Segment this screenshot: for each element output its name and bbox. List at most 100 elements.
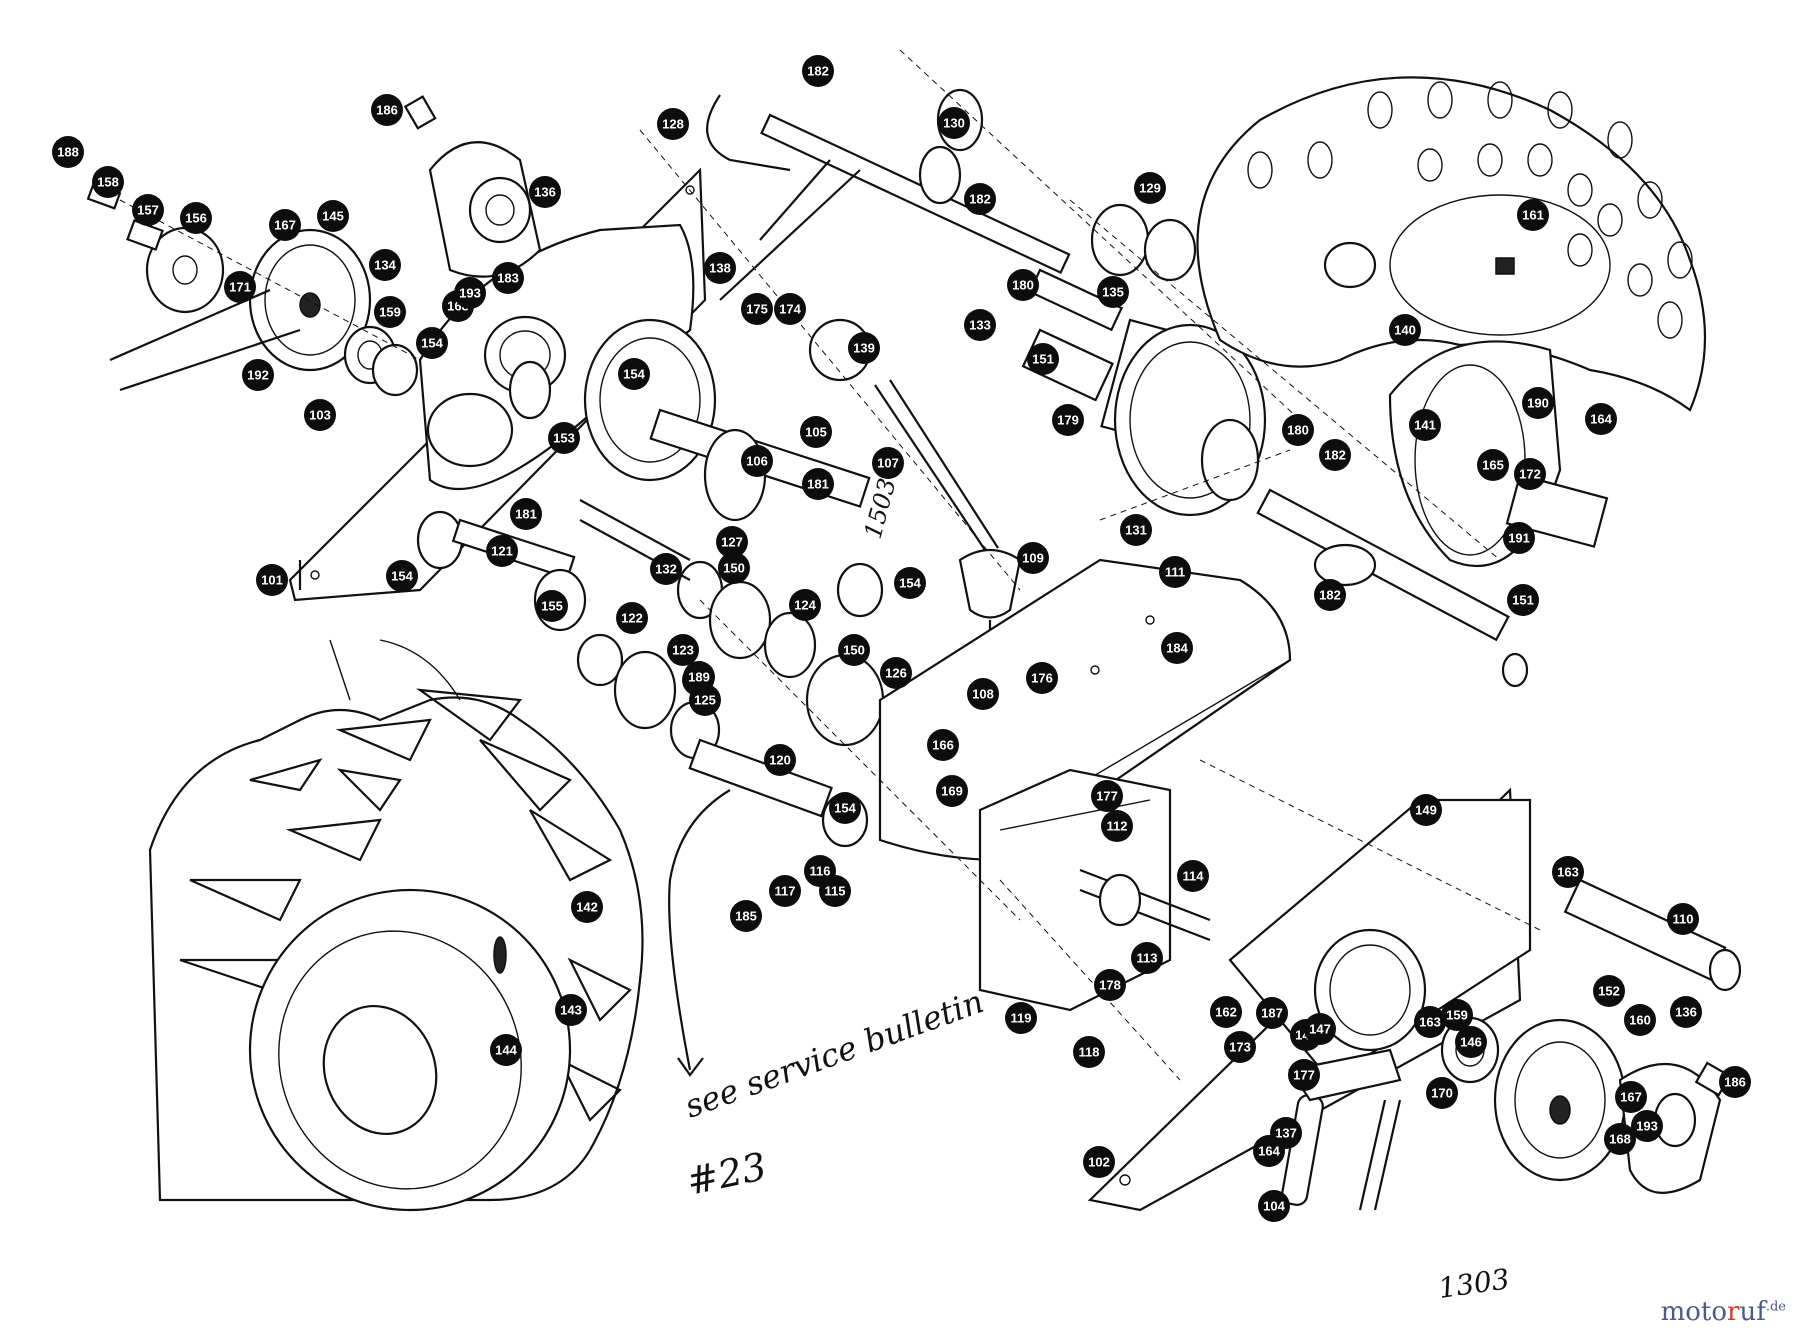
callout-part-175[interactable]: 175 (741, 293, 773, 325)
callout-part-157[interactable]: 157 (132, 194, 164, 226)
callout-part-138[interactable]: 138 (704, 252, 736, 284)
callout-part-109[interactable]: 109 (1017, 542, 1049, 574)
callout-part-179[interactable]: 179 (1052, 404, 1084, 436)
callout-part-177[interactable]: 177 (1091, 780, 1123, 812)
callout-part-146[interactable]: 146 (1455, 1026, 1487, 1058)
callout-part-110[interactable]: 110 (1667, 903, 1699, 935)
callout-part-164[interactable]: 164 (1253, 1135, 1285, 1167)
callout-part-181[interactable]: 181 (802, 468, 834, 500)
callout-part-169[interactable]: 169 (936, 775, 968, 807)
callout-part-118[interactable]: 118 (1073, 1036, 1105, 1068)
callout-part-176[interactable]: 176 (1026, 662, 1058, 694)
callout-part-182[interactable]: 182 (802, 55, 834, 87)
callout-part-147[interactable]: 147 (1304, 1013, 1336, 1045)
callout-part-123[interactable]: 123 (667, 634, 699, 666)
callout-part-150[interactable]: 150 (838, 634, 870, 666)
callout-part-163[interactable]: 163 (1414, 1006, 1446, 1038)
callout-part-101[interactable]: 101 (256, 564, 288, 596)
callout-part-154[interactable]: 154 (386, 560, 418, 592)
callout-part-161[interactable]: 161 (1517, 199, 1549, 231)
callout-part-152[interactable]: 152 (1593, 975, 1625, 1007)
callout-part-127[interactable]: 127 (716, 526, 748, 558)
callout-part-165[interactable]: 165 (1477, 449, 1509, 481)
callout-part-181[interactable]: 181 (510, 498, 542, 530)
callout-part-126[interactable]: 126 (880, 657, 912, 689)
callout-part-188[interactable]: 188 (52, 136, 84, 168)
callout-part-136[interactable]: 136 (529, 176, 561, 208)
callout-part-171[interactable]: 171 (224, 271, 256, 303)
callout-part-130[interactable]: 130 (938, 107, 970, 139)
callout-part-167[interactable]: 167 (1615, 1081, 1647, 1113)
callout-part-150[interactable]: 150 (718, 552, 750, 584)
callout-part-162[interactable]: 162 (1210, 996, 1242, 1028)
callout-part-185[interactable]: 185 (730, 900, 762, 932)
callout-part-173[interactable]: 173 (1224, 1031, 1256, 1063)
callout-part-133[interactable]: 133 (964, 309, 996, 341)
callout-part-121[interactable]: 121 (486, 535, 518, 567)
callout-part-159[interactable]: 159 (374, 296, 406, 328)
callout-part-114[interactable]: 114 (1177, 860, 1209, 892)
callout-part-183[interactable]: 183 (492, 262, 524, 294)
callout-part-187[interactable]: 187 (1256, 997, 1288, 1029)
callout-part-112[interactable]: 112 (1101, 810, 1133, 842)
callout-part-155[interactable]: 155 (536, 590, 568, 622)
callout-part-166[interactable]: 166 (927, 729, 959, 761)
callout-part-190[interactable]: 190 (1522, 387, 1554, 419)
callout-part-193[interactable]: 193 (1631, 1110, 1663, 1142)
callout-part-113[interactable]: 113 (1131, 942, 1163, 974)
callout-part-129[interactable]: 129 (1134, 172, 1166, 204)
callout-part-178[interactable]: 178 (1094, 969, 1126, 1001)
callout-part-186[interactable]: 186 (1719, 1066, 1751, 1098)
callout-part-105[interactable]: 105 (800, 416, 832, 448)
callout-part-104[interactable]: 104 (1258, 1190, 1290, 1222)
callout-part-154[interactable]: 154 (829, 792, 861, 824)
callout-part-115[interactable]: 115 (819, 875, 851, 907)
callout-part-180[interactable]: 180 (1007, 269, 1039, 301)
callout-part-158[interactable]: 158 (92, 166, 124, 198)
callout-part-170[interactable]: 170 (1426, 1077, 1458, 1109)
callout-part-145[interactable]: 145 (317, 200, 349, 232)
callout-part-141[interactable]: 141 (1409, 409, 1441, 441)
callout-part-111[interactable]: 111 (1159, 556, 1191, 588)
callout-part-108[interactable]: 108 (967, 678, 999, 710)
callout-part-168[interactable]: 168 (1604, 1123, 1636, 1155)
callout-part-153[interactable]: 153 (548, 422, 580, 454)
callout-part-139[interactable]: 139 (848, 332, 880, 364)
callout-part-135[interactable]: 135 (1097, 276, 1129, 308)
callout-part-193[interactable]: 193 (454, 277, 486, 309)
callout-part-156[interactable]: 156 (180, 202, 212, 234)
callout-part-164[interactable]: 164 (1585, 403, 1617, 435)
callout-part-172[interactable]: 172 (1514, 458, 1546, 490)
callout-part-184[interactable]: 184 (1161, 632, 1193, 664)
callout-part-107[interactable]: 107 (872, 447, 904, 479)
callout-part-124[interactable]: 124 (789, 589, 821, 621)
callout-part-160[interactable]: 160 (1624, 1004, 1656, 1036)
callout-part-163[interactable]: 163 (1552, 856, 1584, 888)
callout-part-134[interactable]: 134 (369, 249, 401, 281)
callout-part-191[interactable]: 191 (1503, 522, 1535, 554)
callout-part-192[interactable]: 192 (242, 359, 274, 391)
callout-part-154[interactable]: 154 (618, 358, 650, 390)
callout-part-151[interactable]: 151 (1507, 584, 1539, 616)
callout-part-143[interactable]: 143 (555, 994, 587, 1026)
callout-part-102[interactable]: 102 (1083, 1146, 1115, 1178)
callout-part-120[interactable]: 120 (764, 744, 796, 776)
callout-part-122[interactable]: 122 (616, 602, 648, 634)
callout-part-128[interactable]: 128 (657, 108, 689, 140)
callout-part-132[interactable]: 132 (650, 553, 682, 585)
callout-part-182[interactable]: 182 (1314, 579, 1346, 611)
callout-part-189[interactable]: 189 (683, 661, 715, 693)
callout-part-144[interactable]: 144 (490, 1034, 522, 1066)
callout-part-149[interactable]: 149 (1410, 794, 1442, 826)
callout-part-186[interactable]: 186 (371, 94, 403, 126)
callout-part-167[interactable]: 167 (269, 209, 301, 241)
callout-part-159[interactable]: 159 (1441, 999, 1473, 1031)
callout-part-140[interactable]: 140 (1389, 314, 1421, 346)
callout-part-117[interactable]: 117 (769, 875, 801, 907)
callout-part-174[interactable]: 174 (774, 293, 806, 325)
callout-part-136[interactable]: 136 (1670, 996, 1702, 1028)
callout-part-180[interactable]: 180 (1282, 414, 1314, 446)
callout-part-182[interactable]: 182 (964, 183, 996, 215)
callout-part-142[interactable]: 142 (571, 891, 603, 923)
callout-part-151[interactable]: 151 (1027, 343, 1059, 375)
